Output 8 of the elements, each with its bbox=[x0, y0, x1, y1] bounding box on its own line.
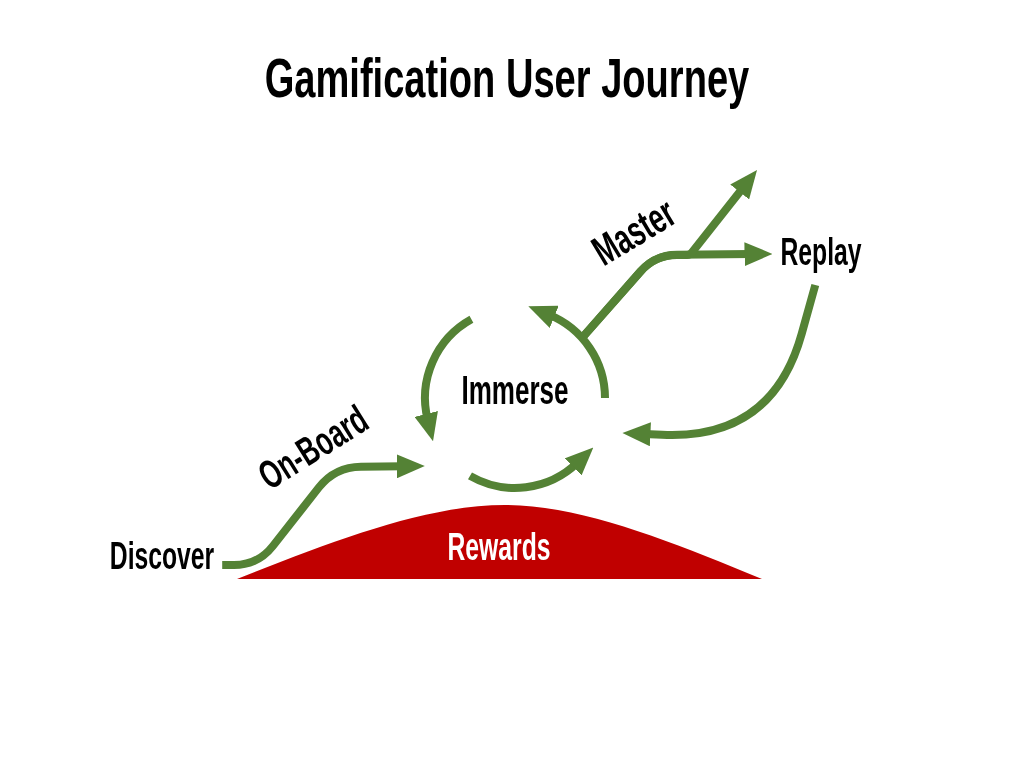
arrow bbox=[622, 283, 820, 447]
hill-shape bbox=[237, 505, 762, 579]
arrow bbox=[580, 170, 757, 340]
stage-label: Immerse bbox=[461, 370, 569, 410]
stage-label: Rewards bbox=[447, 528, 551, 566]
stage-label: Replay bbox=[780, 233, 862, 271]
edge-label: Master bbox=[585, 191, 683, 273]
stage-label: Discover bbox=[109, 537, 215, 575]
